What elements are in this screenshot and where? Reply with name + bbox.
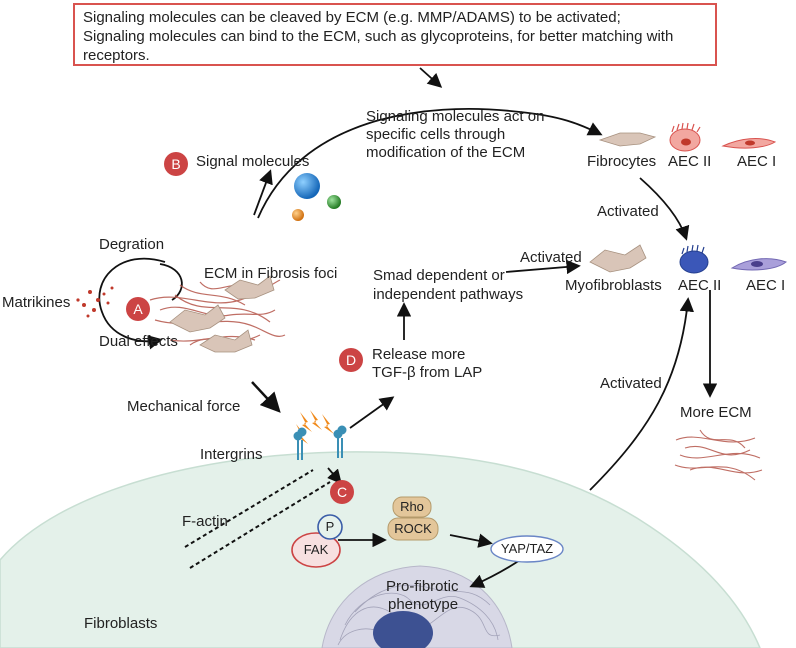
arrow-rock-to-yap [449, 533, 493, 548]
aec2-mid-label: AEC II [678, 277, 722, 294]
pro-fibrotic-label-1: Pro-fibrotic [386, 578, 459, 595]
top-arc-label-3: modification of the ECM [366, 144, 526, 161]
arrow-integrin-to-release [349, 396, 395, 429]
matrikine-dots [76, 286, 114, 318]
more-ecm-fibers [674, 429, 763, 481]
top-arc-label-1: Signaling molecules act on [366, 108, 545, 125]
rho-shape [392, 496, 432, 518]
degradation-loop-top [159, 263, 183, 301]
info-box: Signaling molecules can be cleaved by EC… [73, 3, 717, 66]
fak-shape [291, 532, 341, 568]
yap-taz-shape [490, 535, 564, 563]
degration-label: Degration [99, 236, 165, 253]
activated-mid-label: Activated [520, 249, 582, 266]
aec2-top-cell [669, 122, 701, 152]
signal-molecules-label: Signal molecules [196, 153, 310, 170]
arrow-integrin-to-c [327, 467, 342, 485]
sphere-blue [294, 173, 320, 199]
aec1-mid-cell [730, 258, 788, 271]
f-actin-line-2 [189, 481, 331, 569]
nucleus [321, 565, 513, 648]
top-arc-label-2: specific cells through [366, 126, 506, 143]
dual-effects-label: Dual effects [99, 333, 178, 350]
fibrocyte-cell [598, 132, 657, 147]
activated-lower-label: Activated [600, 375, 662, 392]
fibroblast-cell [0, 451, 761, 648]
smad-label-1: Smad dependent or [373, 267, 505, 284]
fibrocytes-label: Fibrocytes [587, 153, 657, 170]
fak-label: FAK [303, 542, 329, 557]
mechanical-force-label: Mechanical force [127, 398, 241, 415]
badge-d: D [339, 348, 363, 372]
p-label: P [325, 519, 335, 534]
integrin-right [333, 425, 347, 458]
integrin-left [293, 427, 307, 460]
activated-right-label: Activated [597, 203, 659, 220]
foci-fibroblasts [169, 275, 275, 353]
myofibroblast-cell [589, 244, 647, 273]
badge-c: C [330, 480, 354, 504]
f-actin-line-1 [184, 469, 314, 548]
info-box-line-2: Signaling molecules can bind to the ECM,… [83, 28, 674, 45]
badge-a: A [126, 297, 150, 321]
aec2-top-label: AEC II [668, 153, 712, 170]
sphere-green [327, 195, 341, 209]
matrikines-label: Matrikines [2, 294, 71, 311]
myofibroblasts-label: Myofibroblasts [565, 277, 662, 294]
ecm-fibrosis-label: ECM in Fibrosis foci [204, 265, 338, 282]
intergrins-label: Intergrins [200, 446, 263, 463]
release-label-2: TGF-β from LAP [372, 364, 483, 381]
aec2-mid-cell [679, 244, 709, 274]
rho-label: Rho [400, 499, 424, 514]
f-actin-label: F-actin [182, 513, 228, 530]
arrow-mechanical-force [251, 381, 281, 413]
smad-label-2: independent pathways [373, 286, 524, 303]
aec1-top-label: AEC I [737, 153, 777, 170]
lightning-icons [296, 410, 334, 444]
rock-shape [387, 517, 439, 541]
info-box-line-1: Signaling molecules can be cleaved by EC… [83, 9, 621, 26]
arrow-top-arc [257, 107, 603, 219]
aec1-top-cell [721, 138, 777, 149]
more-ecm-label: More ECM [680, 404, 752, 421]
fibroblasts-label: Fibroblasts [84, 615, 158, 632]
nucleolus [373, 611, 433, 648]
rock-label: ROCK [394, 521, 432, 536]
arrow-cell-to-aec2 [589, 297, 695, 491]
arrow-yap-to-profibrotic [469, 559, 521, 588]
info-box-line-3: receptors. [83, 47, 150, 64]
release-label-1: Release more [372, 346, 466, 363]
aec1-mid-label: AEC I [746, 277, 786, 294]
arrow-to-signal-molecules [253, 169, 273, 216]
badge-b: B [164, 152, 188, 176]
arrow-to-myofibroblasts [505, 259, 581, 275]
arrow-fibrocytes-activated [639, 177, 690, 241]
sphere-orange [292, 209, 304, 221]
arrow-box-to-top [419, 67, 443, 88]
degradation-loop [98, 257, 166, 350]
pro-fibrotic-label-2: phenotype [388, 596, 459, 613]
p-shape [317, 514, 343, 540]
yap-taz-label: YAP/TAZ [500, 541, 554, 556]
